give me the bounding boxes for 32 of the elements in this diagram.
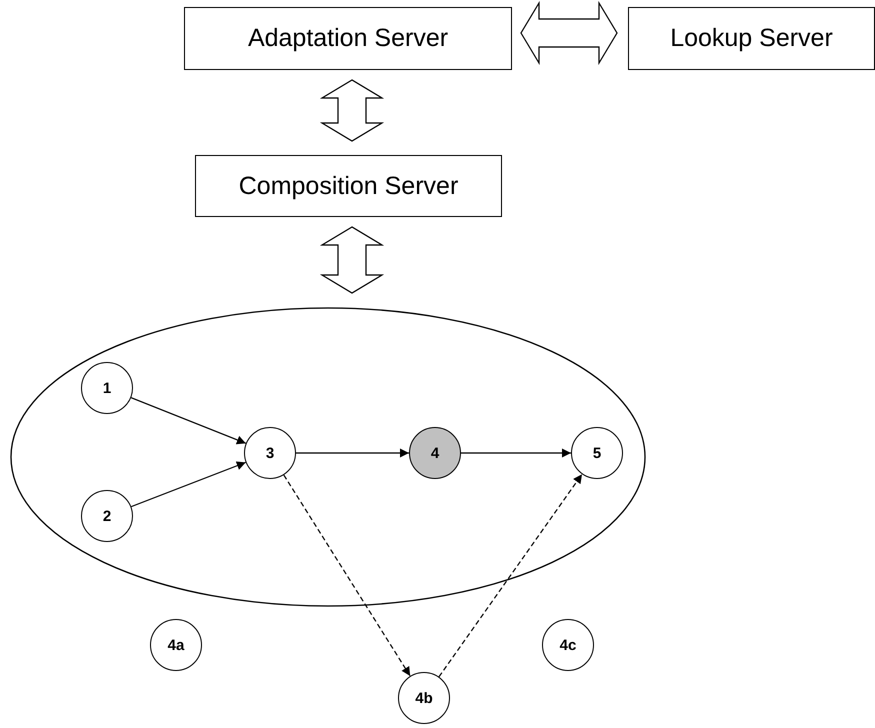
node-label: 4b bbox=[415, 690, 433, 706]
block-arrow bbox=[320, 226, 384, 294]
task-circle bbox=[398, 672, 450, 724]
task-circle bbox=[150, 619, 202, 671]
arrow bbox=[461, 448, 571, 458]
node-label: 3 bbox=[266, 444, 274, 462]
node-label: Lookup Server bbox=[670, 24, 833, 53]
node-label: 4c bbox=[560, 636, 576, 654]
node-label: Composition Server bbox=[238, 172, 458, 200]
task-circle bbox=[81, 490, 133, 542]
node-label: 4a bbox=[168, 636, 184, 654]
node-label: Adaptation Server bbox=[248, 24, 448, 53]
arrow bbox=[296, 448, 409, 458]
arrow bbox=[131, 461, 246, 508]
block-arrow bbox=[520, 0, 618, 66]
node-label: 2 bbox=[102, 508, 112, 524]
block-arrow bbox=[320, 79, 384, 142]
task-circle bbox=[81, 362, 133, 414]
node-label: 5 bbox=[592, 444, 602, 462]
node-label: 1 bbox=[102, 380, 112, 396]
arrow bbox=[130, 397, 246, 444]
node-label: 4 bbox=[430, 444, 440, 462]
server-box bbox=[184, 7, 512, 70]
server-box bbox=[195, 155, 502, 217]
group-ellipse bbox=[10, 307, 646, 607]
task-circle bbox=[542, 619, 594, 671]
task-circle bbox=[244, 427, 296, 479]
arrow bbox=[283, 474, 411, 676]
server-box bbox=[628, 7, 875, 70]
task-circle bbox=[571, 427, 623, 479]
task-circle bbox=[409, 427, 461, 479]
arrow bbox=[438, 474, 582, 678]
